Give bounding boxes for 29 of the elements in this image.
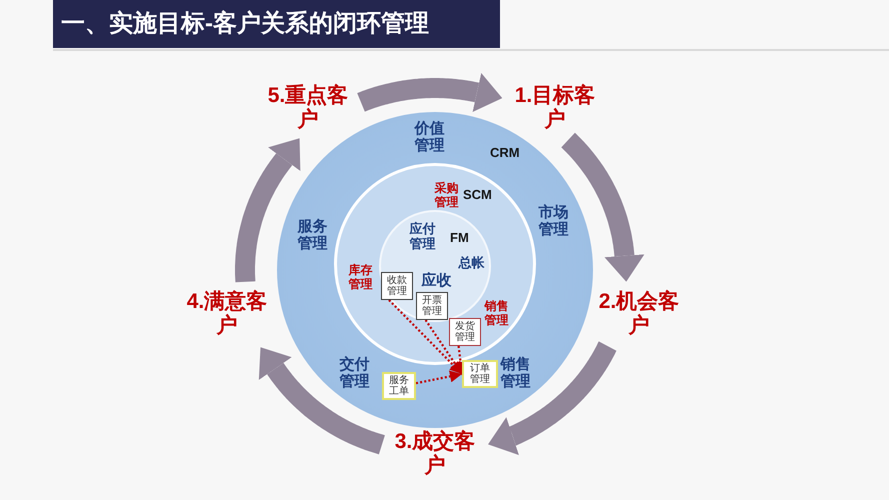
system-name: CRM bbox=[490, 146, 520, 161]
dotted-arrow bbox=[388, 299, 463, 375]
stage-label: 1.目标客户 bbox=[510, 84, 600, 132]
module-name: 交付管理 bbox=[339, 356, 370, 390]
stage-label: 3.成交客户 bbox=[390, 430, 480, 478]
module-box: 订单管理 bbox=[462, 360, 498, 388]
dotted-arrow bbox=[424, 319, 463, 375]
module-name: 采购管理 bbox=[434, 182, 459, 210]
module-box: 服务工单 bbox=[382, 372, 416, 400]
dotted-arrow bbox=[416, 370, 462, 384]
module-name: 应付管理 bbox=[409, 222, 436, 252]
module-name: 应收 bbox=[421, 272, 452, 290]
stage-label: 2.机会客户 bbox=[594, 290, 684, 338]
module-name: 库存管理 bbox=[348, 264, 373, 292]
title-banner: 一、实施目标-客户关系的闭环管理 bbox=[53, 0, 500, 48]
module-name: 市场管理 bbox=[538, 204, 569, 238]
module-name: 服务管理 bbox=[297, 218, 328, 252]
curved-arrow bbox=[560, 132, 644, 282]
system-name: FM bbox=[450, 231, 469, 246]
module-name: 销售管理 bbox=[484, 300, 509, 328]
module-name: 销售管理 bbox=[500, 356, 531, 390]
module-name: 价值管理 bbox=[414, 120, 445, 154]
stage-label: 4.满意客户 bbox=[182, 290, 272, 338]
system-name: SCM bbox=[463, 188, 492, 203]
module-box: 发货管理 bbox=[449, 318, 481, 346]
module-box: 开票管理 bbox=[416, 292, 448, 320]
module-box: 收款管理 bbox=[381, 272, 413, 300]
stage-label: 5.重点客户 bbox=[263, 84, 353, 132]
module-name: 总帐 bbox=[458, 256, 485, 271]
